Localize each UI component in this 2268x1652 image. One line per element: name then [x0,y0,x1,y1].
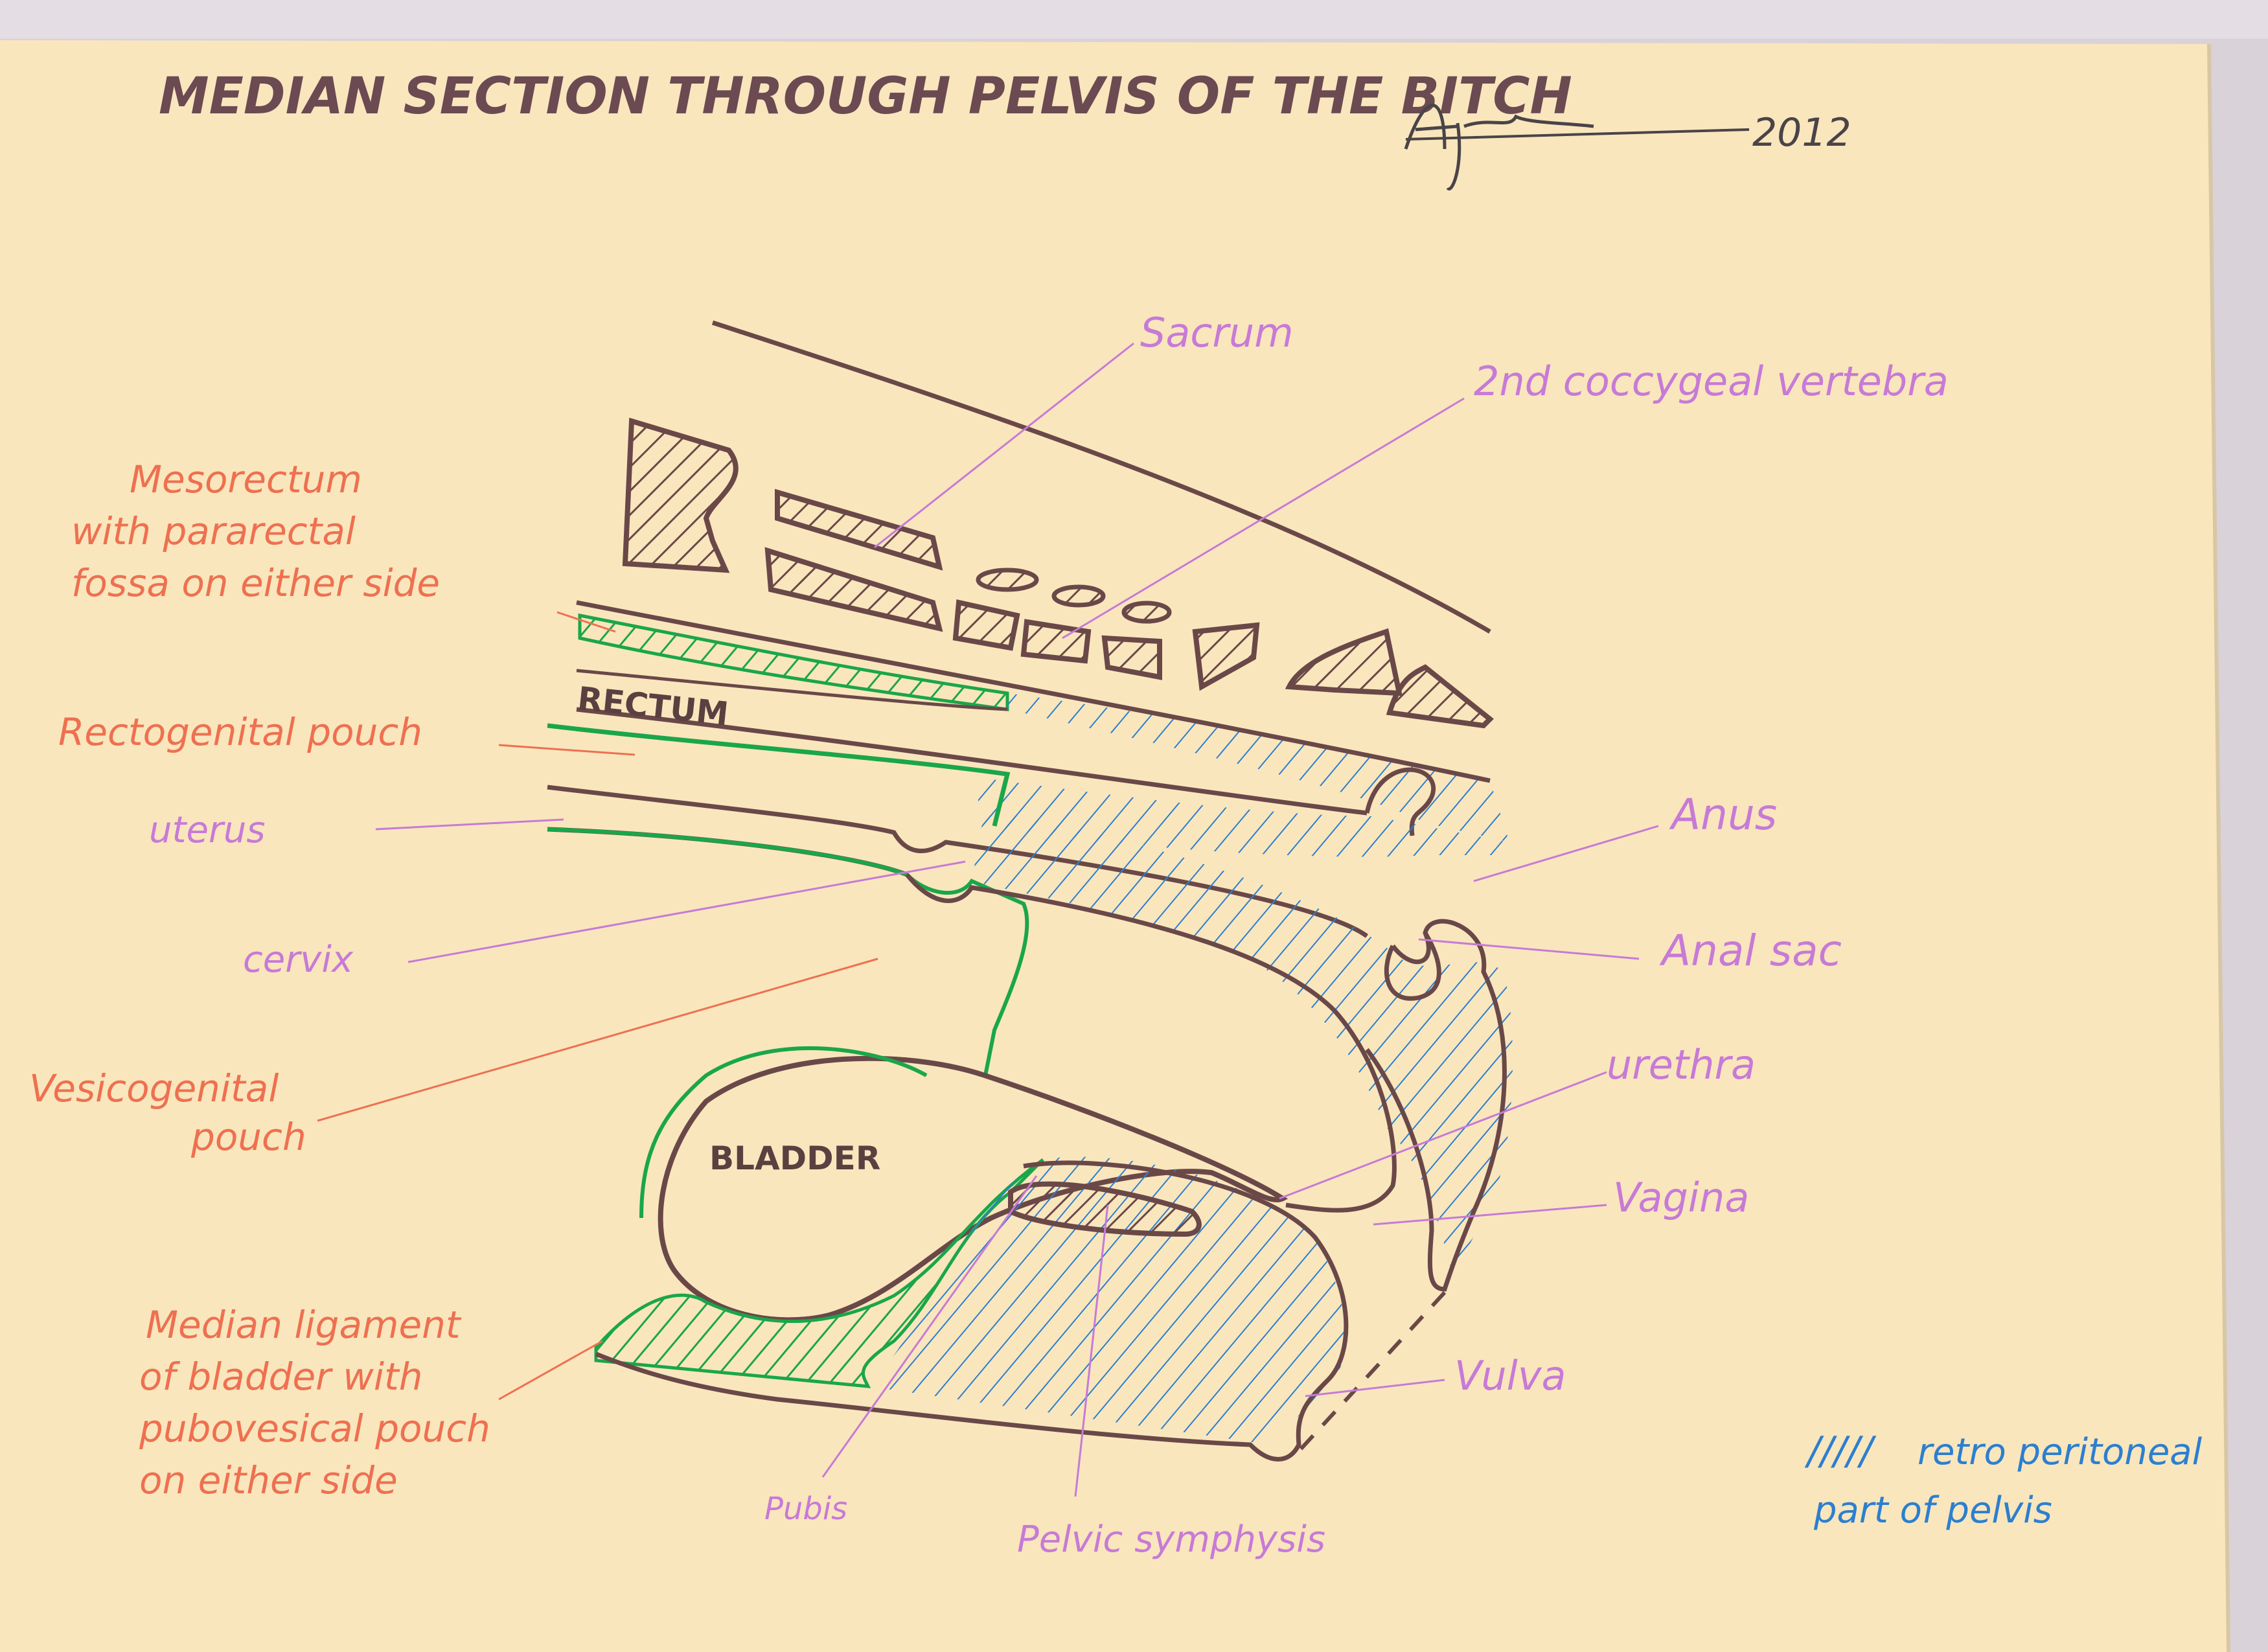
label-vesicogenital-line-1: Vesicogenital [29,1066,279,1110]
label-cervix: cervix [243,939,354,981]
label-sacrum: Sacrum [1140,309,1294,356]
label-anal-sac: Anal sac [1659,926,1842,976]
bladder-label: BLADDER [709,1140,880,1177]
label-vulva: Vulva [1454,1352,1566,1399]
legend-line-2: part of pelvis [1813,1489,2052,1532]
label-pelvic-symphysis: Pelvic symphysis [1017,1519,1325,1561]
legend-line-1: retro peritoneal [1918,1431,2203,1473]
label-coccygeal-vertebra: 2nd coccygeal vertebra [1474,358,1949,405]
vertebra-small-2 [1054,587,1103,605]
label-median-ligament-line-4: on either side [139,1458,398,1502]
label-median-ligament-line-2: of bladder with [139,1355,422,1399]
page-title: MEDIAN SECTION THROUGH PELVIS OF THE BIT… [159,67,1572,126]
signature-year: 2012 [1752,110,1851,155]
vertebra-small-3 [1124,603,1169,621]
label-vagina: Vagina [1613,1174,1749,1221]
label-vesicogenital-line-2: pouch [190,1115,306,1159]
label-uterus: uterus [149,809,266,851]
sleeve-strip [0,0,2268,39]
label-median-ligament-line-3: pubovesical pouch [139,1406,490,1451]
label-median-ligament-line-1: Median ligament [146,1303,462,1347]
vertebra-small-1 [978,570,1037,590]
label-mesorectum-line-3: fossa on either side [71,561,440,605]
label-anus: Anus [1669,790,1777,840]
label-mesorectum-line-2: with pararectal [71,509,356,553]
label-urethra: urethra [1607,1041,1756,1088]
label-rectogenital-pouch: Rectogenital pouch [58,710,422,754]
label-mesorectum-line-1: Mesorectum [130,457,362,501]
legend-marks: ///// [1804,1428,1877,1474]
label-pubis: Pubis [764,1491,847,1527]
